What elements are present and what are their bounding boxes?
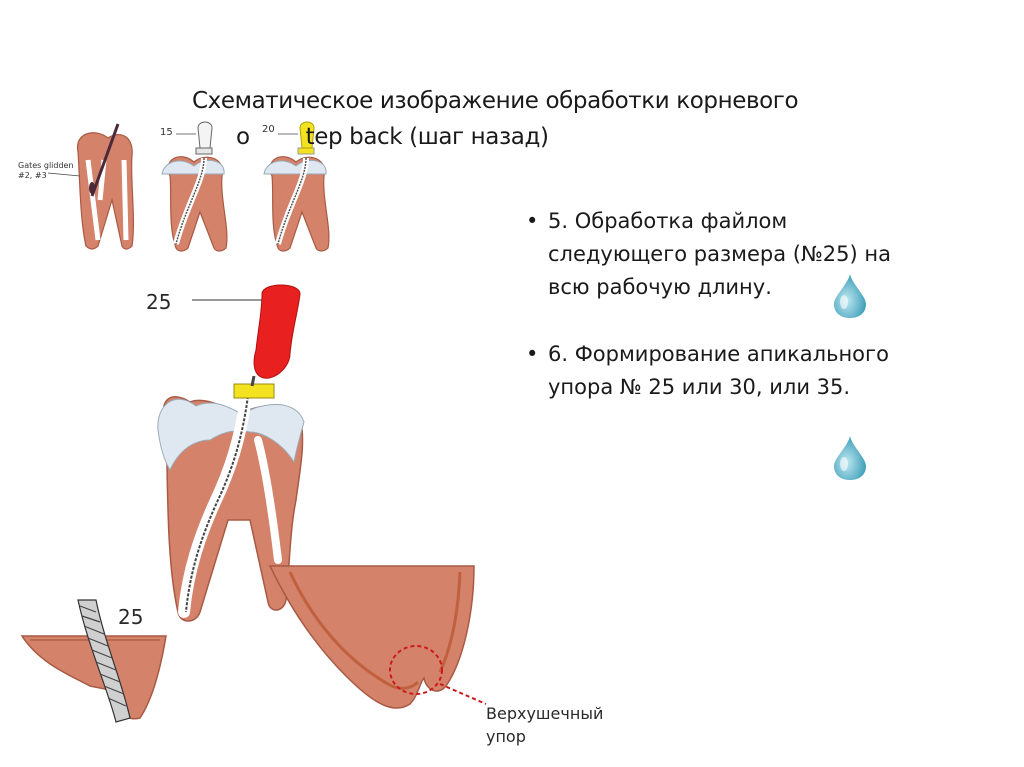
file-25-stopper (233, 383, 275, 399)
tooth-gates-glidden (47, 123, 134, 250)
label-file-15: 15 (160, 127, 173, 138)
label-apical-stop-1: Верхушечный (486, 704, 604, 723)
file-15-handle (197, 121, 213, 149)
bullet-5-line-1: 5. Обработка файлом (548, 209, 788, 233)
bullet-5-line-2: следующего размера (№25) на (548, 242, 891, 266)
tooth-file-25 (157, 284, 305, 622)
label-gates-numbers: #2, #3 (18, 171, 47, 180)
bullet-6-line-1: 6. Формирование апикального (548, 342, 889, 366)
water-drop-icon (834, 436, 866, 480)
tooth-file-15 (161, 121, 228, 252)
file-20-handle (299, 121, 315, 149)
slide-title: Схематическое изображение обработки корн… (192, 83, 952, 155)
title-line-1: Схематическое изображение обработки корн… (192, 88, 799, 114)
title-line-2-start: о (236, 124, 250, 150)
label-file-25-apex: 25 (118, 605, 144, 629)
bullet-list: 5. Обработка файлом следующего размера (… (522, 205, 992, 404)
gates-drill (90, 123, 120, 197)
label-gates-glidden: Gates glidden (18, 161, 74, 170)
bullet-item-5: 5. Обработка файлом следующего размера (… (522, 205, 992, 304)
apex-section-right (268, 565, 487, 709)
water-drop-icon (834, 274, 866, 318)
label-file-25-main: 25 (146, 290, 172, 314)
apex-section-left (20, 599, 167, 723)
tooth-file-20 (263, 121, 330, 252)
label-apical-stop-2: упор (486, 727, 526, 746)
bullet-item-6: 6. Формирование апикального упора № 25 и… (522, 338, 992, 404)
title-line-2: о tep back (шаг назад) (192, 119, 952, 155)
bullet-5-line-3: всю рабочую длину. (548, 275, 772, 299)
file-25-handle (253, 284, 301, 379)
bullet-6-line-2: упора № 25 или 30, или 35. (548, 375, 851, 399)
file-25-shaft (185, 395, 249, 613)
label-file-20: 20 (262, 124, 275, 135)
apical-stop-circle (389, 645, 443, 695)
title-line-2-tail: tep back (шаг назад) (305, 124, 549, 150)
